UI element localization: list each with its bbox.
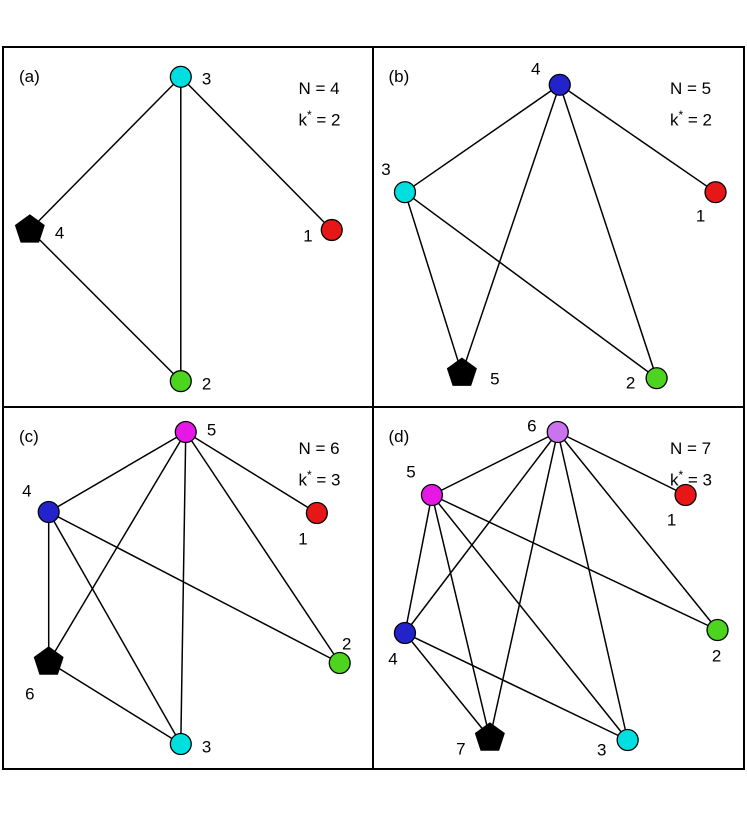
graph-panel-a: 1 2 3 4 (14, 65, 343, 394)
edge-6-2 (556, 431, 718, 631)
node-1-circle (305, 501, 328, 525)
edge-3-2 (404, 191, 657, 379)
node-3-label: 3 (596, 740, 605, 759)
node-4-circle (37, 500, 60, 524)
panel-b-stat-k: k* = 2 (669, 108, 712, 130)
edge-4-2 (558, 84, 657, 379)
node-7-pentagon (474, 722, 505, 751)
panel-a-stat-k: k* = 2 (298, 108, 341, 130)
node-5-label: 5 (406, 462, 415, 481)
panel-b-stat-n: N = 5 (669, 79, 712, 98)
panel-d: (d) N = 7 k* = 3 1 2 3 4 5 6 7 (374, 408, 744, 768)
edge-3-1 (180, 76, 333, 231)
node-4-circle (548, 73, 571, 96)
edge-5-4 (403, 494, 433, 634)
node-3-circle (169, 65, 192, 88)
node-4-circle (393, 621, 416, 645)
node-3-label: 3 (202, 737, 211, 756)
edge-4-2 (29, 229, 182, 382)
node-4-label: 4 (531, 59, 540, 78)
edge-3-5 (403, 191, 463, 374)
node-1-label: 1 (298, 529, 307, 548)
graph-panel-c: 1 2 3 4 5 6 (22, 420, 351, 756)
edge-4-5 (460, 84, 560, 374)
panel-d-stat-k: k* = 3 (669, 468, 712, 490)
edge-6-3 (556, 431, 628, 741)
node-6-label: 6 (25, 684, 34, 703)
node-6-pentagon (33, 646, 64, 675)
panel-d-letter: (d) (388, 427, 410, 446)
panel-d-stat-n: N = 7 (669, 439, 712, 458)
panel-a-stat-n: N = 4 (298, 79, 340, 98)
node-5-circle (420, 483, 443, 507)
node-4-label: 4 (55, 223, 64, 242)
node-6-label: 6 (527, 416, 536, 435)
node-3-circle (616, 728, 639, 752)
edge-5-7 (430, 494, 491, 739)
node-5-label: 5 (490, 370, 499, 389)
node-3-circle (393, 181, 416, 204)
node-5-pentagon (446, 357, 477, 386)
edge-5-1 (185, 431, 318, 514)
panel-a-stats: N = 4 k* = 2 (298, 75, 340, 134)
graph-panel-d: 1 2 3 4 5 6 7 (388, 416, 729, 760)
panel-a: (a) N = 4 k* = 2 1 2 3 4 (4, 48, 374, 408)
node-1-circle (320, 218, 343, 242)
edge-5-3 (430, 494, 628, 741)
node-1-circle (703, 181, 727, 204)
node-4-label: 4 (22, 481, 31, 500)
edge-5-3 (180, 431, 187, 745)
node-1-label: 1 (695, 207, 704, 226)
edge-6-4 (403, 431, 558, 634)
panel-c-stats: N = 6 k* = 3 (298, 435, 340, 494)
panel-c-stat-n: N = 6 (298, 439, 340, 458)
node-2-circle (705, 618, 729, 642)
panel-c-stat-k: k* = 3 (298, 468, 341, 490)
edge-6-3 (48, 661, 182, 745)
edge-6-5 (431, 431, 558, 496)
node-3-label: 3 (202, 69, 211, 88)
node-7-label: 7 (456, 739, 465, 758)
edge-5-2 (185, 431, 341, 664)
edge-4-2 (48, 511, 341, 664)
panel-b-letter: (b) (388, 67, 410, 86)
edge-5-4 (48, 431, 187, 513)
edge-4-3 (404, 632, 628, 741)
edge-4-7 (403, 632, 490, 739)
node-6-circle (546, 420, 569, 444)
edge-4-1 (558, 84, 716, 193)
edge-5-2 (431, 494, 718, 631)
node-2-circle (328, 651, 351, 675)
panel-c-letter: (c) (19, 427, 39, 446)
node-5-label: 5 (207, 420, 216, 439)
node-2-circle (644, 367, 668, 390)
edge-4-3 (404, 84, 560, 193)
panel-a-letter: (a) (19, 67, 40, 86)
node-2-label: 2 (625, 374, 634, 393)
node-2-label: 2 (711, 646, 720, 665)
node-2-circle (169, 370, 192, 393)
node-1-label: 1 (666, 510, 675, 529)
node-1-circle (673, 483, 697, 507)
node-4-label: 4 (388, 649, 397, 668)
panel-c: (c) N = 6 k* = 3 1 2 3 4 5 6 (4, 408, 374, 768)
graph-panel-b: 1 2 3 4 5 (381, 59, 727, 393)
edge-6-7 (488, 431, 558, 739)
panel-b: (b) N = 5 k* = 2 1 2 3 4 5 (373, 48, 743, 408)
edge-6-1 (556, 431, 686, 496)
node-1-label: 1 (303, 226, 312, 245)
edge-3-4 (29, 76, 182, 231)
node-2-label: 2 (342, 634, 351, 653)
figure-grid: (a) N = 4 k* = 2 1 2 3 4 (b) N = 5 k* = 2 1… (2, 46, 745, 770)
node-4-pentagon (14, 214, 45, 243)
node-5-circle (174, 420, 197, 444)
node-3-label: 3 (381, 160, 390, 179)
panel-d-stats: N = 7 k* = 3 (670, 435, 712, 494)
node-2-label: 2 (202, 375, 211, 394)
panel-b-stats: N = 5 k* = 2 (670, 75, 712, 134)
node-3-circle (169, 732, 192, 756)
edge-4-3 (48, 511, 182, 745)
